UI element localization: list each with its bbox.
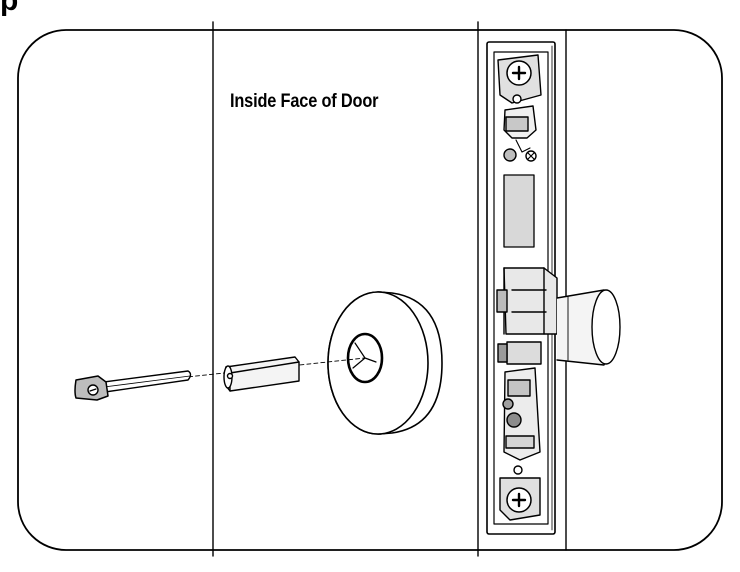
mounting-screw-bottom [499, 367, 541, 521]
figure-frame [17, 29, 723, 551]
tailpiece [74, 370, 192, 401]
mounting-screw-top [497, 54, 542, 162]
inside-face-label: Inside Face of Door [230, 91, 379, 112]
rose-trim [327, 291, 443, 435]
deadlatch-plunger [497, 341, 542, 365]
faceplate-recess [503, 174, 535, 248]
spindle-sleeve [223, 356, 300, 392]
latch-cylinder [556, 289, 621, 366]
latch-bolt [496, 267, 558, 335]
step-marker: p [0, 0, 19, 17]
